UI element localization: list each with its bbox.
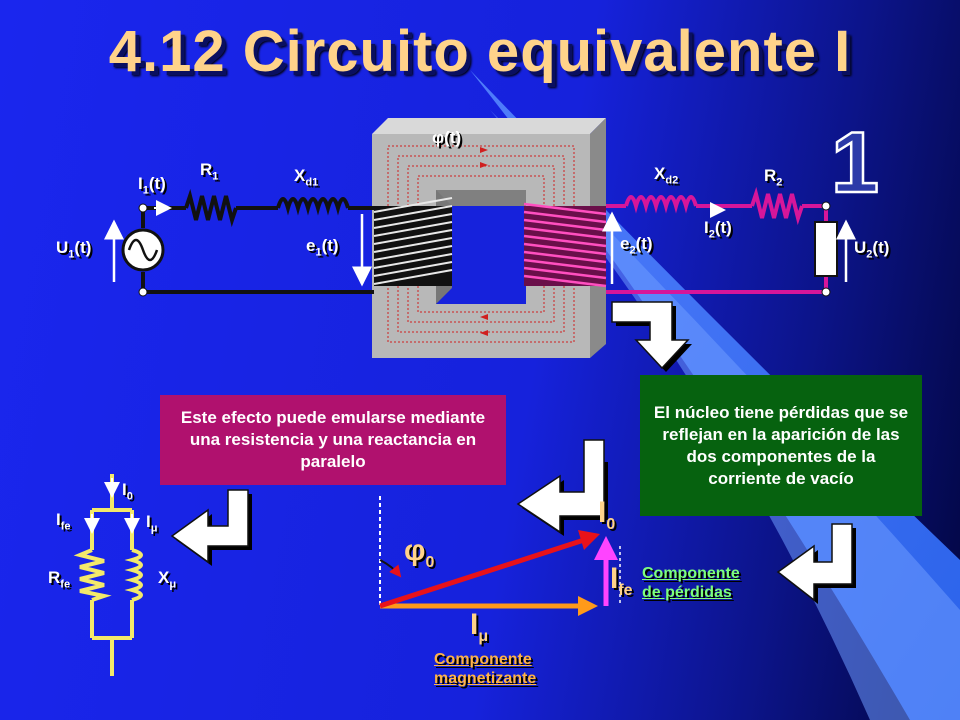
par-rfe-label: Rfe [48, 568, 71, 591]
primary-circuit [141, 188, 374, 294]
phasor-ife-label: Ife [610, 562, 633, 599]
slide-title: 4.12 Circuito equivalente I [108, 19, 852, 84]
par-i0-label: I0 [122, 480, 133, 503]
i1-label: I1(t) [138, 174, 166, 197]
e2-label: e2(t) [620, 234, 653, 257]
load-terminal-bottom [821, 287, 831, 297]
phasor-i0-vector [379, 537, 585, 609]
phasor-diagram [379, 496, 621, 616]
phasor-phi0-label: φ0 [404, 534, 435, 571]
secondary-winding [523, 202, 607, 288]
core-losses-text-box: El núcleo tiene pérdidas que se reflejan… [640, 375, 922, 516]
left-arrow-circuit-icon [170, 489, 252, 566]
xmu-inductor-icon [124, 548, 143, 602]
u2-label: U2(t) [854, 238, 890, 261]
primary-winding [373, 197, 453, 286]
magnetizing-component-label: Componente magnetizante [434, 651, 537, 687]
left-arrow-box-icon [516, 439, 608, 536]
phasor-imu-label: Iμ [470, 608, 489, 645]
load-terminal-top [821, 201, 831, 211]
r2-label: R2 [764, 166, 783, 189]
par-xmu-label: Xμ [158, 568, 177, 591]
par-ife-label: Ife [56, 510, 71, 533]
e1-label: e1(t) [306, 236, 339, 259]
r1-label: R1 [200, 160, 219, 183]
flux-label: φ(t) [432, 128, 462, 147]
source-terminal-bottom [138, 287, 148, 297]
load-impedance [814, 221, 838, 277]
xd1-label: Xd1 [294, 166, 319, 189]
secondary-circuit [606, 186, 828, 294]
phi0-angle-arc [379, 559, 402, 578]
source-terminal-top [138, 203, 148, 213]
xd2-label: Xd2 [654, 164, 679, 187]
down-arrow-core-icon [611, 301, 692, 372]
par-imu-label: Iμ [146, 512, 158, 535]
slide-number: 1 [831, 115, 879, 211]
ac-source-icon [121, 228, 165, 272]
i2-label: I2(t) [704, 218, 732, 241]
emulation-text-box: Este efecto puede emularse mediante una … [160, 395, 506, 485]
phasor-i0-label: I0 [598, 496, 616, 533]
rfe-resistor-icon [73, 548, 112, 602]
left-arrow-loss-icon [776, 523, 856, 604]
u1-label: U1(t) [56, 238, 92, 261]
loss-component-label: Componente de pérdidas [642, 565, 740, 601]
